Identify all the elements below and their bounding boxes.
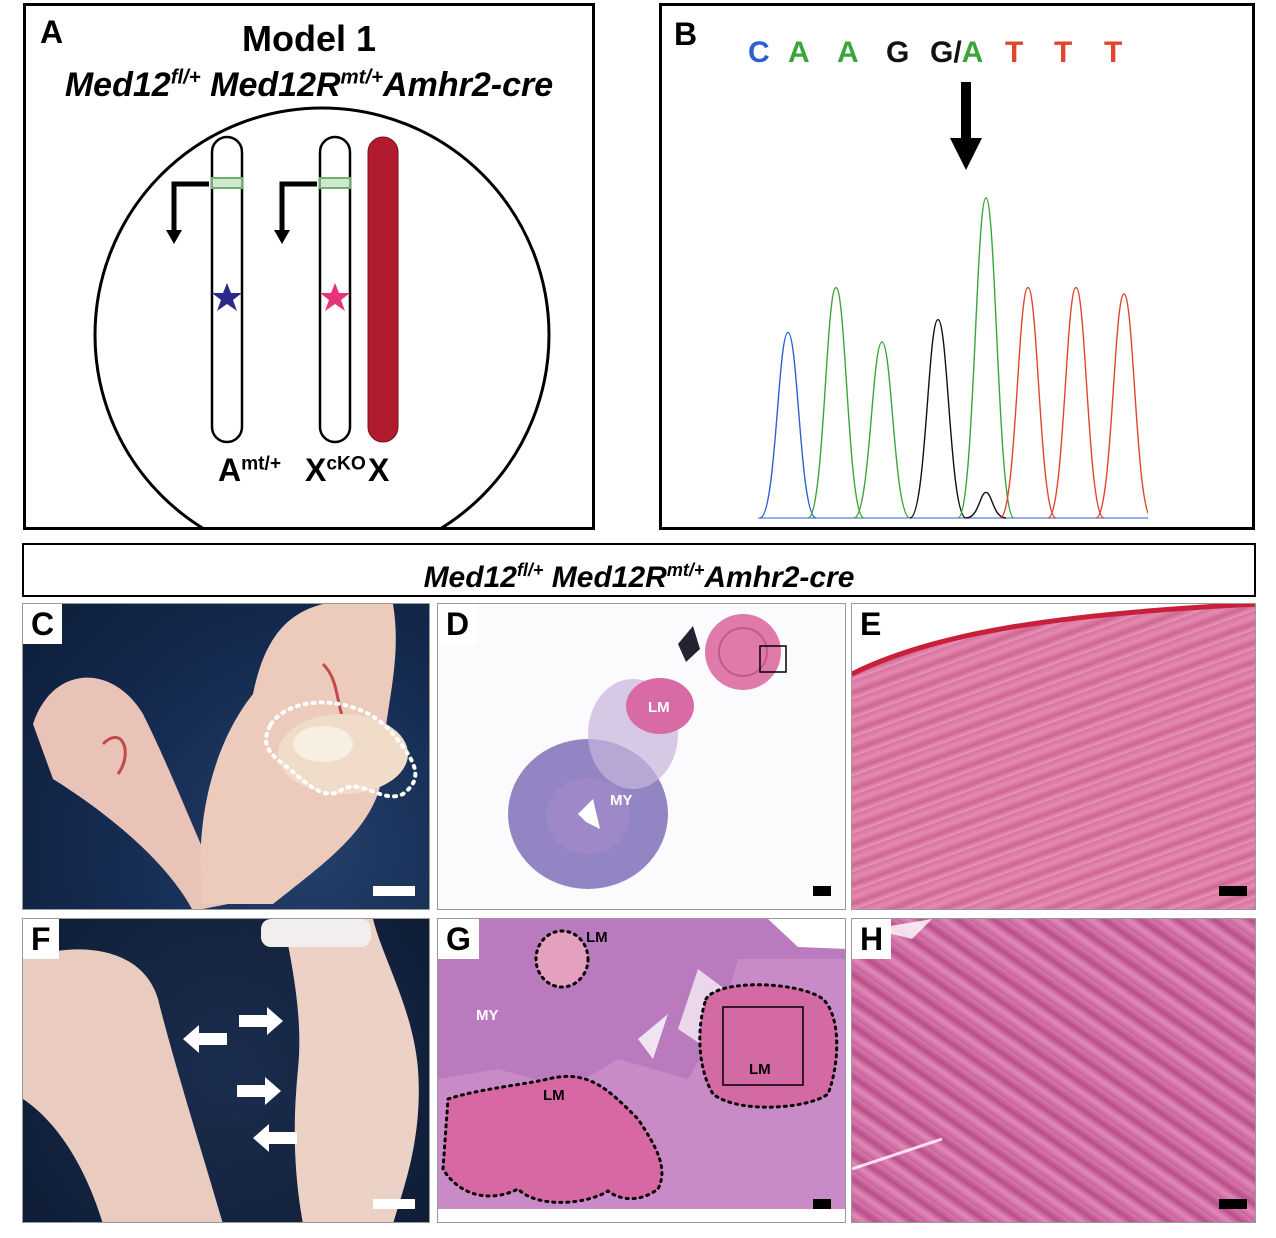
panel-h-histology: H bbox=[851, 918, 1256, 1223]
label-a-base: A bbox=[218, 452, 242, 488]
scale-bar-e bbox=[1219, 886, 1247, 896]
genotype-gene-2: Med12R bbox=[210, 66, 341, 104]
genotype-sup-2: mt/+ bbox=[340, 66, 384, 89]
tag-my-g: MY bbox=[476, 1007, 499, 1024]
genotype-line: Med12fl/+ Med12Rmt/+Amhr2-cre bbox=[26, 66, 592, 105]
panel-b: B C A A G G/A T T T bbox=[659, 3, 1255, 530]
banner-sup-1: fl/+ bbox=[516, 560, 544, 580]
chromatogram-peak-4 bbox=[909, 318, 967, 519]
panel-d-label: D bbox=[438, 604, 478, 644]
seq-letter-1: C bbox=[748, 36, 770, 69]
uterus-photo-f bbox=[23, 919, 419, 1222]
white-arrow-left-1-icon bbox=[183, 1025, 227, 1053]
label-a-mt: Amt/+ bbox=[218, 452, 281, 489]
seq-letter-4: G bbox=[886, 36, 910, 69]
panel-e-histology: E bbox=[851, 603, 1256, 910]
scale-bar-d bbox=[813, 886, 831, 896]
scale-bar-g bbox=[813, 1199, 831, 1209]
blue-star-icon bbox=[212, 283, 242, 311]
seq-letter-5: G/A bbox=[930, 36, 984, 69]
label-x-base: X bbox=[305, 452, 327, 488]
panel-d-histology: D LM MY bbox=[437, 603, 846, 910]
pink-star-icon bbox=[320, 283, 350, 311]
scale-bar-h bbox=[1219, 1199, 1247, 1209]
seq-letter-5-accent: A bbox=[961, 36, 984, 69]
label-x-cko: XcKO bbox=[305, 452, 366, 489]
tag-lm-d: LM bbox=[648, 699, 670, 716]
promoter-arrow-x bbox=[279, 181, 317, 232]
label-x-sup: cKO bbox=[326, 453, 366, 475]
panel-c-label: C bbox=[23, 604, 63, 644]
cell-diagram bbox=[93, 106, 551, 527]
panel-f-label: F bbox=[23, 919, 59, 959]
chromatogram-peak-9 bbox=[1095, 293, 1148, 519]
label-a-sup: mt/+ bbox=[241, 453, 282, 475]
chromatogram-peak-1 bbox=[759, 331, 817, 519]
chromatogram-peak-2 bbox=[807, 286, 865, 519]
tag-lm-g-3: LM bbox=[749, 1061, 771, 1078]
tag-lm-g-1: LM bbox=[586, 929, 608, 946]
histology-h bbox=[852, 919, 943, 1171]
seq-letter-7: T bbox=[1054, 36, 1073, 69]
scale-bar-c bbox=[373, 886, 415, 896]
chromosome-a-band bbox=[211, 177, 243, 189]
genotype-gene-3: Amhr2-cre bbox=[383, 66, 554, 104]
tag-my-d: MY bbox=[610, 792, 633, 809]
label-x-plain: X bbox=[368, 452, 390, 488]
banner-gene-2: Med12R bbox=[551, 561, 667, 594]
banner-gene-3: Amhr2-cre bbox=[704, 561, 855, 594]
scale-bar-f bbox=[373, 1199, 415, 1209]
seq-letter-6: T bbox=[1005, 36, 1024, 69]
histology-g bbox=[438, 919, 845, 1222]
panel-a-label: A bbox=[40, 14, 64, 50]
panel-a: A Model 1 Med12fl/+ Med12Rmt/+Amhr2-cre … bbox=[23, 3, 595, 530]
chromatogram-peak-8 bbox=[1047, 286, 1105, 519]
seq-letter-2: A bbox=[788, 36, 810, 69]
chromatogram-peak-5 bbox=[957, 197, 1015, 519]
chromosome-x-cko-band bbox=[319, 177, 351, 189]
chromatogram-peak-6 bbox=[965, 491, 1007, 519]
histology-d bbox=[508, 614, 787, 889]
white-arrow-right-2-icon bbox=[237, 1077, 281, 1105]
panel-c-photo: C bbox=[22, 603, 430, 910]
uterus-photo-c bbox=[33, 604, 418, 909]
panel-e-label: E bbox=[852, 604, 890, 644]
banner-gene-1: Med12 bbox=[423, 561, 517, 594]
genotype-gene-1: Med12 bbox=[64, 66, 171, 104]
panel-f-photo: F bbox=[22, 918, 430, 1223]
chromatogram-peak-3 bbox=[853, 341, 911, 519]
panel-b-label: B bbox=[674, 16, 698, 52]
tag-lm-g-2: LM bbox=[543, 1087, 565, 1104]
seq-letter-3: A bbox=[837, 36, 859, 69]
model-title: Model 1 bbox=[241, 18, 376, 59]
genotype-banner: Med12fl/+ Med12Rmt/+Amhr2-cre bbox=[22, 543, 1256, 597]
promoter-arrow-a bbox=[171, 181, 209, 232]
white-arrow-right-1-icon bbox=[239, 1007, 283, 1035]
genotype-sup-1: fl/+ bbox=[170, 66, 201, 89]
chromatogram-peak-7 bbox=[999, 286, 1057, 519]
white-arrow-left-2-icon bbox=[253, 1124, 297, 1152]
chromatogram bbox=[758, 197, 1148, 519]
histology-e bbox=[852, 604, 1255, 677]
chromosome-x-red bbox=[367, 136, 399, 443]
panel-g-histology: G LM MY LM LM bbox=[437, 918, 846, 1223]
seq-letter-8: T bbox=[1104, 36, 1123, 69]
panel-h-label: H bbox=[852, 919, 892, 959]
down-arrow-icon bbox=[950, 82, 982, 170]
panel-g-label: G bbox=[438, 919, 479, 959]
banner-sup-2: mt/+ bbox=[666, 560, 705, 580]
